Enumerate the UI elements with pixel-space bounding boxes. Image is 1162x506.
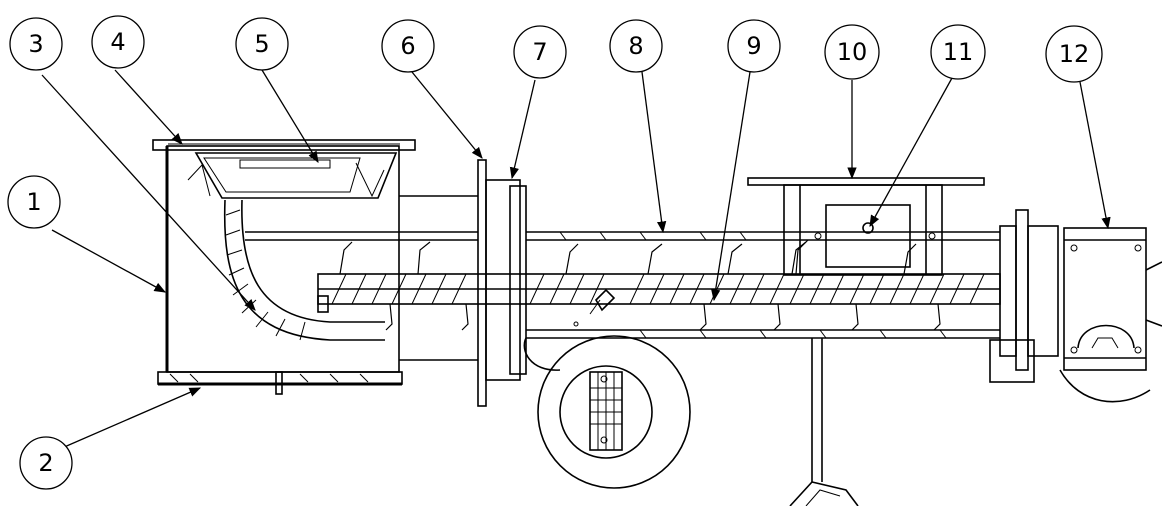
callout-label: 12 [1059, 40, 1090, 68]
callout-leaders [41, 69, 1111, 449]
callout-12: 12 [1045, 25, 1103, 83]
callout-3: 3 [9, 17, 63, 71]
callout-label: 10 [837, 38, 868, 66]
callout-label: 6 [400, 32, 415, 60]
support-leg [789, 338, 859, 506]
callout-4: 4 [91, 15, 145, 69]
callout-10: 10 [824, 24, 880, 80]
callout-9: 9 [727, 19, 781, 73]
mounting-plate [477, 159, 527, 407]
callout-label: 4 [110, 28, 125, 56]
callout-label: 9 [746, 32, 761, 60]
callout-2: 2 [19, 436, 73, 490]
callout-label: 2 [38, 449, 53, 477]
callout-label: 7 [532, 38, 547, 66]
outlet-box [747, 177, 985, 276]
screw-trough [245, 231, 1000, 339]
callout-7: 7 [513, 25, 567, 79]
callout-label: 11 [943, 38, 974, 66]
drive-unit [989, 209, 1162, 403]
blower [523, 288, 691, 489]
callout-label: 8 [628, 32, 643, 60]
callout-label: 1 [26, 188, 41, 216]
callout-6: 6 [381, 19, 435, 73]
callout-5: 5 [235, 17, 289, 71]
screw-shaft [317, 241, 1001, 331]
inlet-hopper [152, 139, 478, 395]
callout-11: 11 [930, 24, 986, 80]
callout-label: 3 [28, 30, 43, 58]
callout-1: 1 [7, 175, 61, 229]
callout-label: 5 [254, 30, 269, 58]
callout-8: 8 [609, 19, 663, 73]
